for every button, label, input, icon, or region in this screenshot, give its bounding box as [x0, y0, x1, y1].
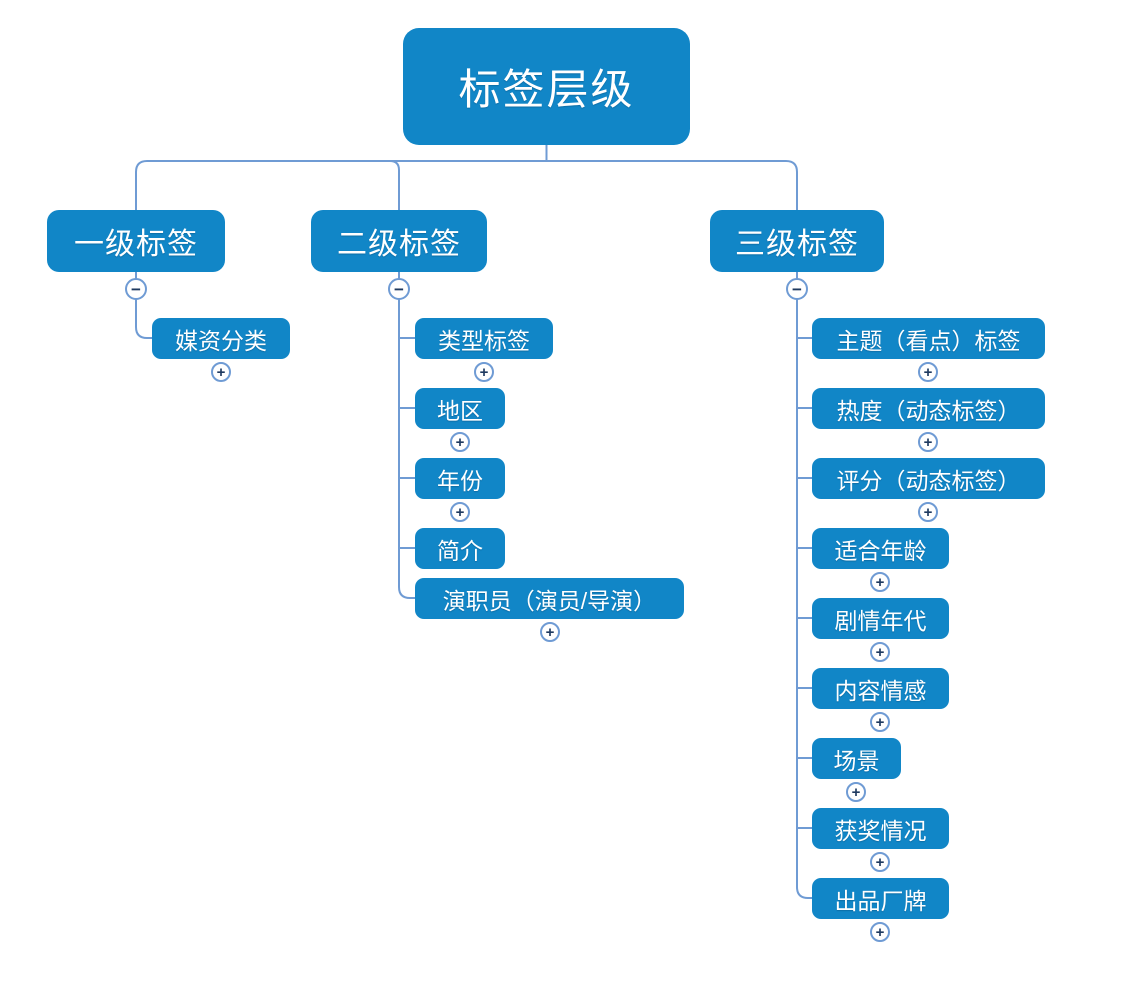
child-node-plot-era[interactable]: 剧情年代 [812, 598, 949, 639]
plus-icon[interactable]: + [918, 432, 938, 452]
child-node-year[interactable]: 年份 [415, 458, 505, 499]
branch-node-level3[interactable]: 三级标签 [710, 210, 884, 272]
plus-icon[interactable]: + [846, 782, 866, 802]
branch-node-level1[interactable]: 一级标签 [47, 210, 225, 272]
plus-icon[interactable]: + [870, 852, 890, 872]
plus-icon[interactable]: + [870, 572, 890, 592]
child-node-popularity-tag[interactable]: 热度（动态标签） [812, 388, 1045, 429]
connector-rail [135, 160, 798, 210]
child-node-theme-tag[interactable]: 主题（看点）标签 [812, 318, 1045, 359]
child-node-suitable-age[interactable]: 适合年龄 [812, 528, 949, 569]
connector-branch1 [135, 272, 152, 339]
child-node-cast-crew[interactable]: 演职员（演员/导演） [415, 578, 684, 619]
child-node-production-label[interactable]: 出品厂牌 [812, 878, 949, 919]
connector-mid-drop [382, 160, 400, 210]
plus-icon[interactable]: + [870, 922, 890, 942]
child-node-rating-tag[interactable]: 评分（动态标签） [812, 458, 1045, 499]
plus-icon[interactable]: + [450, 502, 470, 522]
child-node-type-tag[interactable]: 类型标签 [415, 318, 553, 359]
branch-node-level2[interactable]: 二级标签 [311, 210, 487, 272]
plus-icon[interactable]: + [474, 362, 494, 382]
plus-icon[interactable]: + [211, 362, 231, 382]
plus-icon[interactable]: + [540, 622, 560, 642]
plus-icon[interactable]: + [870, 712, 890, 732]
child-node-awards[interactable]: 获奖情况 [812, 808, 949, 849]
minus-icon[interactable]: − [388, 278, 410, 300]
connector-branch3 [796, 272, 812, 899]
minus-icon[interactable]: − [125, 278, 147, 300]
child-node-region[interactable]: 地区 [415, 388, 505, 429]
connector-branch2 [398, 272, 415, 599]
minus-icon[interactable]: − [786, 278, 808, 300]
plus-icon[interactable]: + [450, 432, 470, 452]
child-node-media-category[interactable]: 媒资分类 [152, 318, 290, 359]
child-node-content-emotion[interactable]: 内容情感 [812, 668, 949, 709]
child-node-scene[interactable]: 场景 [812, 738, 901, 779]
child-node-synopsis[interactable]: 简介 [415, 528, 505, 569]
plus-icon[interactable]: + [918, 502, 938, 522]
plus-icon[interactable]: + [918, 362, 938, 382]
root-node-tag-hierarchy[interactable]: 标签层级 [403, 28, 690, 145]
plus-icon[interactable]: + [870, 642, 890, 662]
